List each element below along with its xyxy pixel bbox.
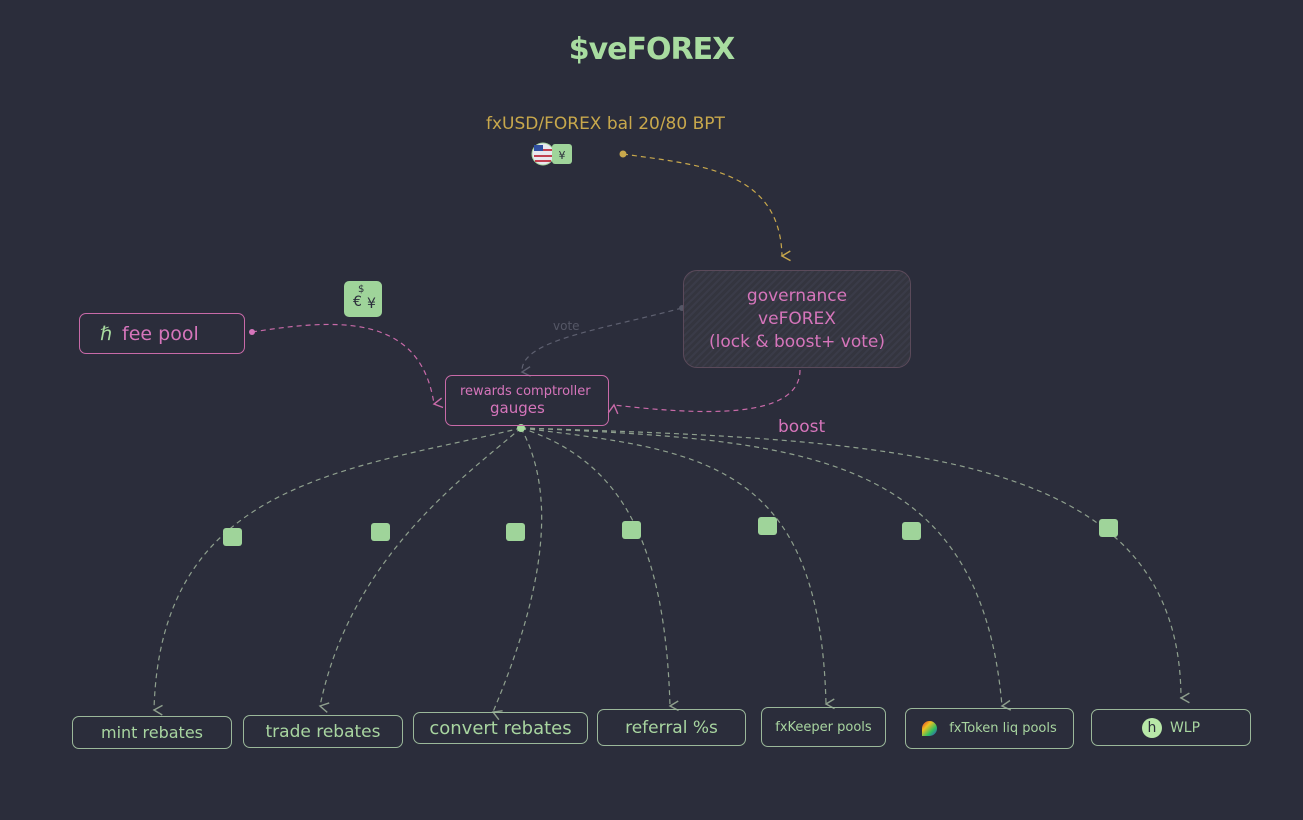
vote-label: vote [553, 319, 580, 333]
target-fxkeeper-pools[interactable]: fxKeeper pools [761, 707, 886, 747]
forex-cube-icons [223, 517, 1118, 546]
target-mint-rebates[interactable]: mint rebates [72, 716, 232, 749]
governance-line3: (lock & boost+ vote) [709, 332, 885, 352]
target-label: convert rebates [429, 717, 572, 739]
rewards-line2: gauges [490, 399, 545, 417]
governance-line1: governance [746, 286, 848, 306]
svg-text:$: $ [358, 284, 364, 295]
svg-text:¥: ¥ [559, 149, 566, 162]
bpt-to-governance-arrow [622, 153, 791, 262]
vote-arrow [520, 307, 683, 377]
rewards-comptroller-box[interactable]: rewards comptroller gauges [445, 375, 609, 426]
target-label: fxKeeper pools [775, 719, 872, 735]
boost-label: boost [778, 417, 826, 437]
svg-text:¥: ¥ [367, 296, 376, 312]
handle-logo-icon: ℏ [100, 322, 113, 345]
target-label: fxToken liq pools [949, 721, 1057, 736]
target-referral[interactable]: referral %s [597, 709, 746, 746]
gauges-anchor-dot [517, 424, 525, 432]
governance-line2: veFOREX [758, 309, 836, 329]
handle-logo-icon: h [1141, 717, 1162, 738]
target-trade-rebates[interactable]: trade rebates [243, 715, 403, 748]
fee-pool-label: fee pool [122, 322, 199, 345]
target-label: WLP [1169, 719, 1201, 736]
page-title: $veFOREX [568, 32, 736, 67]
fee-pool-box[interactable]: ℏ fee pool [79, 313, 245, 354]
target-label: trade rebates [265, 721, 381, 742]
fee-pool-to-gauges-arrow [251, 323, 444, 409]
target-wlp[interactable]: h WLP [1091, 709, 1251, 746]
target-fxtoken-liq-pools[interactable]: fxToken liq pools [905, 708, 1074, 749]
usd-flag-icon [531, 142, 555, 166]
rewards-line1: rewards comptroller [460, 384, 591, 399]
svg-text:€: € [353, 294, 362, 310]
boost-arrow [607, 369, 801, 415]
forex-cube-icon: ¥ [552, 144, 572, 164]
target-label: mint rebates [100, 723, 203, 742]
target-label: referral %s [625, 717, 718, 738]
forex-cube-icon: € ¥$ [344, 281, 382, 317]
target-convert-rebates[interactable]: convert rebates [413, 712, 588, 744]
bpt-anchor-dot [619, 150, 627, 158]
governance-box[interactable]: governance veFOREX (lock & boost+ vote) [683, 270, 911, 368]
gauge-distribution-arrows [152, 427, 1190, 721]
fxtoken-logo-icon [922, 721, 938, 736]
bpt-label: fxUSD/FOREX bal 20/80 BPT [486, 114, 725, 134]
